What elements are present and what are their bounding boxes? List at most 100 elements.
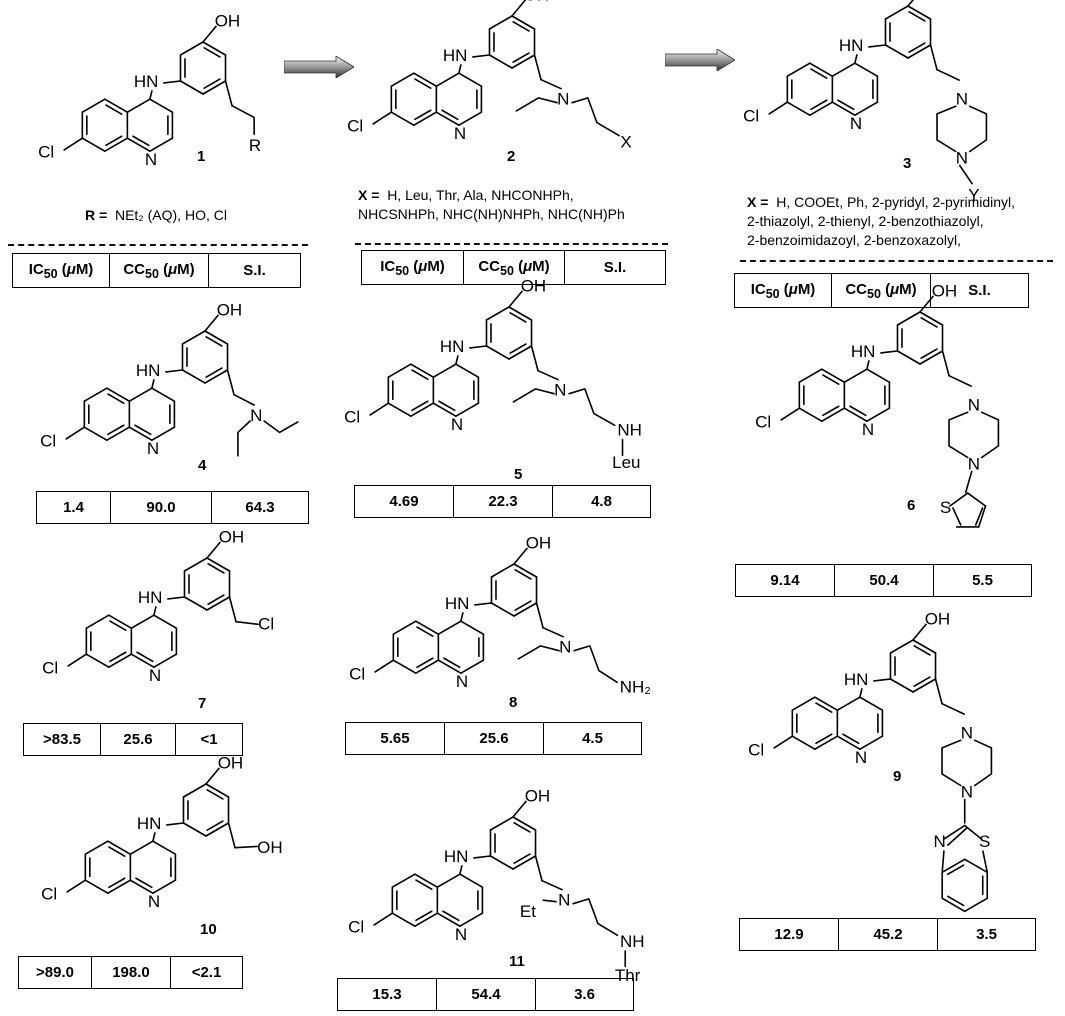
- ring-bond: [151, 387, 176, 403]
- ring-bond: [202, 41, 227, 56]
- ring-bond: [390, 111, 415, 126]
- ring-double-bond: [509, 312, 527, 323]
- bond: [460, 612, 464, 623]
- bond: [458, 64, 462, 74]
- chlorine-label: Cl: [42, 659, 58, 678]
- amino-label: NH₂: [620, 678, 651, 697]
- ring-bond: [859, 696, 884, 712]
- chlorine-label: Cl: [258, 615, 274, 634]
- ring-bond: [455, 363, 480, 379]
- ring-bond: [107, 840, 132, 856]
- ethyl-label: Et: [520, 902, 536, 921]
- nitrogen-label: N: [149, 666, 161, 685]
- ring-bond: [85, 614, 110, 630]
- bond: [474, 602, 493, 606]
- ring-bond: [966, 492, 987, 507]
- ring-bond: [831, 101, 856, 116]
- compound-number-11: 11: [509, 953, 525, 970]
- ring-bond: [437, 620, 462, 636]
- bond: [166, 822, 185, 826]
- ring-bond: [460, 659, 485, 675]
- compound-number-6: 6: [907, 497, 916, 514]
- ring-bond: [798, 368, 823, 384]
- ring-bond: [108, 653, 133, 669]
- ring-bond: [104, 98, 129, 113]
- amine-label: HN: [138, 588, 163, 607]
- x-list-line3: 2-benzoimidazoyl, 2-benzoxazolyl,: [747, 232, 961, 248]
- si-value: 4.5: [543, 722, 642, 755]
- cc50-value: 25.6: [444, 722, 544, 755]
- bond: [537, 369, 559, 381]
- nitrogen-label: N: [455, 925, 467, 944]
- ring-double-bond: [411, 369, 429, 380]
- amine-label: HN: [443, 46, 468, 65]
- nitrogen-label: N: [850, 114, 862, 133]
- ring-bond: [814, 735, 839, 751]
- chlorine-label: Cl: [41, 885, 57, 904]
- ring-bond: [391, 873, 416, 889]
- ring-bond: [859, 735, 884, 751]
- ring-bond: [106, 426, 131, 442]
- header-cc50: CC50 (μM): [109, 253, 209, 288]
- x-definition-2: X = H, Leu, Thr, Ala, NHCONHPh, NHCSNHPh…: [358, 186, 625, 224]
- ring-bond: [205, 783, 230, 798]
- compound-number-4: 4: [198, 457, 207, 474]
- separator-line: [740, 260, 1053, 262]
- ring-bond: [414, 912, 439, 928]
- ring-double-bond: [974, 507, 984, 526]
- ring-double-bond: [414, 78, 432, 89]
- ring-double-bond: [416, 626, 434, 637]
- nitrogen-label: N: [148, 892, 160, 911]
- ring-double-bond: [108, 877, 126, 889]
- bond: [768, 101, 789, 115]
- nitrogen-label: N: [956, 149, 968, 168]
- bond: [149, 90, 153, 100]
- bond: [473, 855, 492, 859]
- ring-bond: [437, 659, 462, 675]
- compound-number-5: 5: [514, 466, 523, 483]
- ring-bond: [436, 912, 461, 928]
- bond-chain: [968, 105, 988, 153]
- ring-bond: [919, 350, 944, 365]
- values-table-8: 5.65 25.6 4.5: [345, 722, 642, 755]
- ring-bond: [83, 426, 108, 442]
- ring-bond: [435, 72, 460, 87]
- ring-bond: [836, 696, 861, 712]
- ring-double-bond: [207, 594, 225, 605]
- nitrogen-label: N: [558, 891, 570, 910]
- bond: [912, 623, 927, 641]
- ring-bond: [907, 44, 932, 59]
- ring-bond: [489, 855, 514, 870]
- ring-double-bond: [416, 657, 434, 669]
- bond: [373, 912, 394, 926]
- chlorine-label: Cl: [743, 107, 759, 126]
- bond: [235, 620, 259, 626]
- amine-label: HN: [445, 594, 470, 613]
- si-value: 4.8: [552, 485, 651, 518]
- ring-bond: [814, 696, 839, 712]
- bond: [163, 80, 182, 84]
- ring-double-bond: [205, 367, 223, 378]
- si-value: <1: [175, 723, 243, 756]
- ring-bond: [866, 368, 891, 384]
- ring-bond: [884, 44, 909, 59]
- chlorine-label: Cl: [349, 665, 365, 684]
- ring-bond: [943, 824, 966, 840]
- ring-bond: [391, 912, 416, 928]
- ring-bond: [896, 350, 921, 365]
- ring-bond: [206, 596, 231, 611]
- ring-double-bond: [822, 374, 840, 385]
- ring-bond: [85, 653, 110, 669]
- hydroxyl-label: OH: [215, 11, 241, 30]
- x-prefix: X =: [358, 187, 380, 203]
- nitrogen-label: N: [956, 89, 968, 108]
- bond: [907, 0, 915, 7]
- x-list-line2: 2-thiazolyl, 2-thienyl, 2-benzothiazolyl…: [747, 213, 984, 229]
- bond: [206, 541, 221, 559]
- values-table-6: 9.14 50.4 5.5: [735, 564, 1032, 597]
- bond: [204, 314, 219, 332]
- chlorine-label: Cl: [348, 918, 364, 937]
- bond: [936, 68, 960, 81]
- amine-label: HN: [137, 814, 162, 833]
